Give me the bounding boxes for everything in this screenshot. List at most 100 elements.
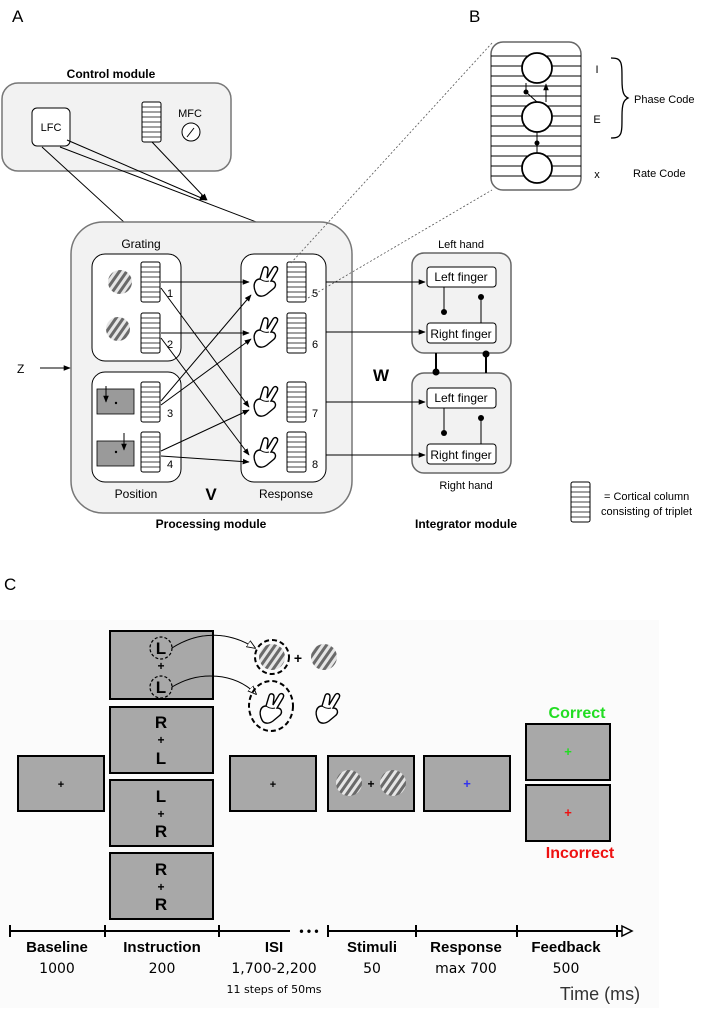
- column-6: [286, 312, 307, 354]
- timeline-arrow-icon: [621, 924, 634, 938]
- left-hand-left-finger: [426, 266, 497, 288]
- feedback-correct-fixation: +: [564, 744, 572, 759]
- stimuli-fixation: +: [367, 777, 374, 791]
- instruction-grating-selected: [259, 644, 285, 670]
- inset-label-i: I: [595, 64, 598, 76]
- panel-label-c: C: [4, 575, 16, 594]
- instr-2-plus: +: [157, 733, 164, 747]
- time-axis-label: Time (ms): [560, 984, 640, 1004]
- column-4: [140, 431, 161, 473]
- processing-module-title: Processing module: [156, 517, 267, 531]
- instruction-grating: [311, 644, 337, 670]
- lfc-label: LFC: [41, 122, 62, 134]
- left-hand-right-finger: [426, 322, 497, 344]
- position-screen-1: [96, 388, 135, 415]
- rate-code-label: Rate Code: [633, 168, 686, 180]
- phase-value-baseline: 1000: [39, 961, 75, 977]
- grating-stimulus-2: [106, 317, 130, 341]
- baseline-screen: [17, 755, 105, 812]
- legend-column-icon: [570, 481, 591, 523]
- legend-line-1: = Cortical column: [604, 491, 689, 503]
- instr-1-plus: +: [157, 659, 164, 673]
- inset-label-x: x: [594, 169, 600, 181]
- baseline-fixation: +: [58, 779, 64, 791]
- feedback-incorrect-fixation: +: [564, 805, 572, 820]
- phase-name-isi: ISI: [265, 939, 283, 956]
- phase-value-stimuli: 50: [363, 961, 381, 977]
- right-hand-left-finger-label: Left finger: [434, 391, 487, 405]
- stimulus-grating-left: [336, 770, 362, 796]
- control-arrows: [41, 139, 294, 237]
- position-label: Position: [115, 487, 158, 501]
- neuron-e: [521, 101, 553, 133]
- column-8: [286, 431, 307, 473]
- feedback-incorrect-screen: [525, 784, 611, 842]
- response-fixation: +: [463, 776, 471, 791]
- phase-value-feedback: 500: [553, 961, 580, 977]
- panel-label-b: B: [469, 7, 480, 26]
- isi-note: 11 steps of 50ms: [226, 983, 321, 996]
- legend-line-2: consisting of triplet: [601, 506, 692, 518]
- column-3: [140, 381, 161, 423]
- right-hand-right-finger: [426, 443, 497, 465]
- stimulus-grating-right: [380, 770, 406, 796]
- instr-2-top: R: [155, 713, 167, 732]
- column-2: [140, 312, 161, 354]
- right-hand-right-finger-label: Right finger: [430, 448, 491, 462]
- phase-name-baseline: Baseline: [26, 939, 88, 956]
- lfc-box: [31, 107, 71, 147]
- instruction-screen-4: [109, 852, 214, 920]
- left-hand-right-finger-label: Right finger: [430, 327, 491, 341]
- instr-1-bottom: L: [156, 678, 166, 697]
- timeline-axis: [9, 925, 624, 937]
- instr-2-bottom: L: [156, 749, 166, 768]
- column-num-8: 8: [312, 459, 318, 471]
- left-hand-label: Left hand: [438, 239, 484, 251]
- phase-name-feedback: Feedback: [531, 939, 601, 956]
- column-num-2: 2: [167, 339, 173, 351]
- zoom-lines: [290, 42, 493, 299]
- control-module-box: [1, 82, 232, 172]
- phase-name-instruction: Instruction: [123, 939, 201, 956]
- z-label: Z: [17, 362, 24, 376]
- feedback-correct-screen: [525, 723, 611, 781]
- w-label: W: [373, 366, 390, 385]
- response-box: [240, 253, 327, 483]
- response-screen: [423, 755, 511, 812]
- left-hand-left-finger-label: Left finger: [434, 270, 487, 284]
- instr-4-bottom: R: [155, 895, 167, 914]
- mfc-label: MFC: [178, 108, 202, 120]
- phase-name-stimuli: Stimuli: [347, 939, 397, 956]
- control-module-title: Control module: [67, 67, 156, 81]
- inset-label-e: E: [593, 114, 600, 126]
- mfc-column: [141, 101, 162, 143]
- isi-screen: [229, 755, 317, 812]
- column-5: [286, 261, 307, 303]
- correct-label: Correct: [549, 705, 607, 722]
- column-num-1: 1: [167, 288, 173, 300]
- v-label: V: [205, 485, 217, 504]
- column-num-3: 3: [167, 408, 173, 420]
- instruction-screen-3: [109, 779, 214, 847]
- column-1: [140, 261, 161, 303]
- phase-value-response: max 700: [435, 961, 497, 977]
- instr-3-top: L: [156, 787, 166, 806]
- instr-4-top: R: [155, 860, 167, 879]
- instruction-plus: +: [294, 650, 302, 666]
- position-screen-2: [96, 440, 135, 467]
- isi-fixation: +: [270, 779, 276, 791]
- panel-label-a: A: [12, 7, 24, 26]
- instruction-screen-1: [109, 630, 214, 700]
- instruction-screens: [109, 630, 214, 920]
- column-num-6: 6: [312, 339, 318, 351]
- instruction-screen-2: [109, 706, 214, 774]
- instr-4-plus: +: [157, 880, 164, 894]
- phase-name-response: Response: [430, 939, 502, 956]
- instr-3-bottom: R: [155, 822, 167, 841]
- column-num-4: 4: [167, 459, 173, 471]
- phase-brace: [610, 57, 630, 139]
- timeline-dots: • • •: [299, 924, 318, 938]
- grating-stimulus-1: [108, 270, 132, 294]
- neuron-i: [521, 52, 553, 84]
